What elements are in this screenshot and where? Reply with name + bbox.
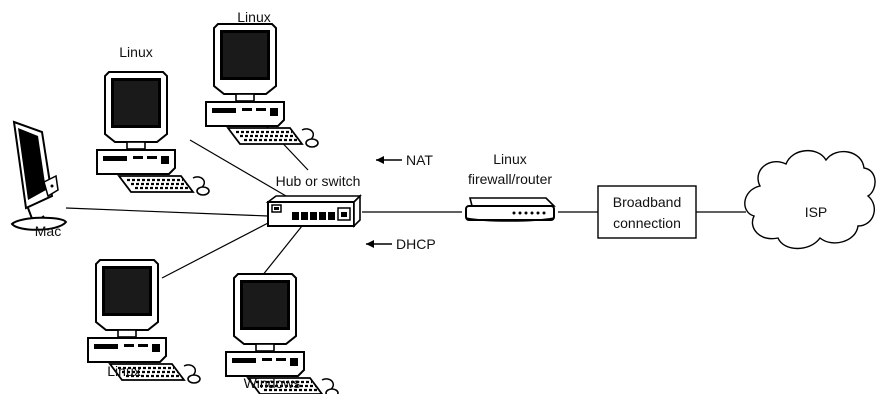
linux-left-computer: Linux <box>95 44 211 197</box>
desktop-computer-icon <box>204 22 320 149</box>
link-hub-windows <box>261 225 303 277</box>
arrow-left-icon <box>366 240 374 248</box>
mac-computer: Mac <box>11 121 67 239</box>
router-label-line2: firewall/router <box>468 171 552 187</box>
windows-label: Windows <box>244 375 301 391</box>
linux-top-computer: Linux <box>204 9 320 149</box>
mac-label: Mac <box>35 223 61 239</box>
isp-cloud: ISP <box>744 150 876 250</box>
connections <box>65 95 746 279</box>
hub-label: Hub or switch <box>276 173 361 189</box>
cloud-icon <box>744 150 876 250</box>
flat-panel-monitor-icon <box>11 121 67 231</box>
desktop-computer-icon <box>86 258 202 385</box>
link-hub-linux-bottom <box>161 221 271 279</box>
hub-or-switch: Hub or switch <box>267 173 361 227</box>
nat-label: NAT <box>406 152 433 168</box>
linux-top-label: Linux <box>237 9 270 25</box>
network-hub-icon <box>267 195 361 227</box>
link-hub-mac <box>65 207 269 217</box>
nat-annotation: NAT <box>376 152 433 168</box>
isp-label: ISP <box>805 204 828 220</box>
windows-computer: Windows <box>224 272 340 394</box>
router-icon <box>465 197 555 222</box>
broadband-label-line1: Broadband <box>613 194 682 210</box>
router-label-line1: Linux <box>493 151 526 167</box>
dhcp-label: DHCP <box>396 236 436 252</box>
linux-bottom-label: Linux <box>107 363 140 379</box>
desktop-computer-icon <box>95 70 211 197</box>
linux-firewall-router: Linux firewall/router <box>465 151 555 222</box>
broadband-label-line2: connection <box>613 215 681 231</box>
arrow-left-icon <box>376 156 384 164</box>
linux-left-label: Linux <box>119 44 152 60</box>
link-hub-linux-left <box>189 139 287 197</box>
broadband-connection: Broadband connection <box>597 185 697 239</box>
linux-bottom-computer: Linux <box>86 258 202 385</box>
dhcp-annotation: DHCP <box>366 236 436 252</box>
